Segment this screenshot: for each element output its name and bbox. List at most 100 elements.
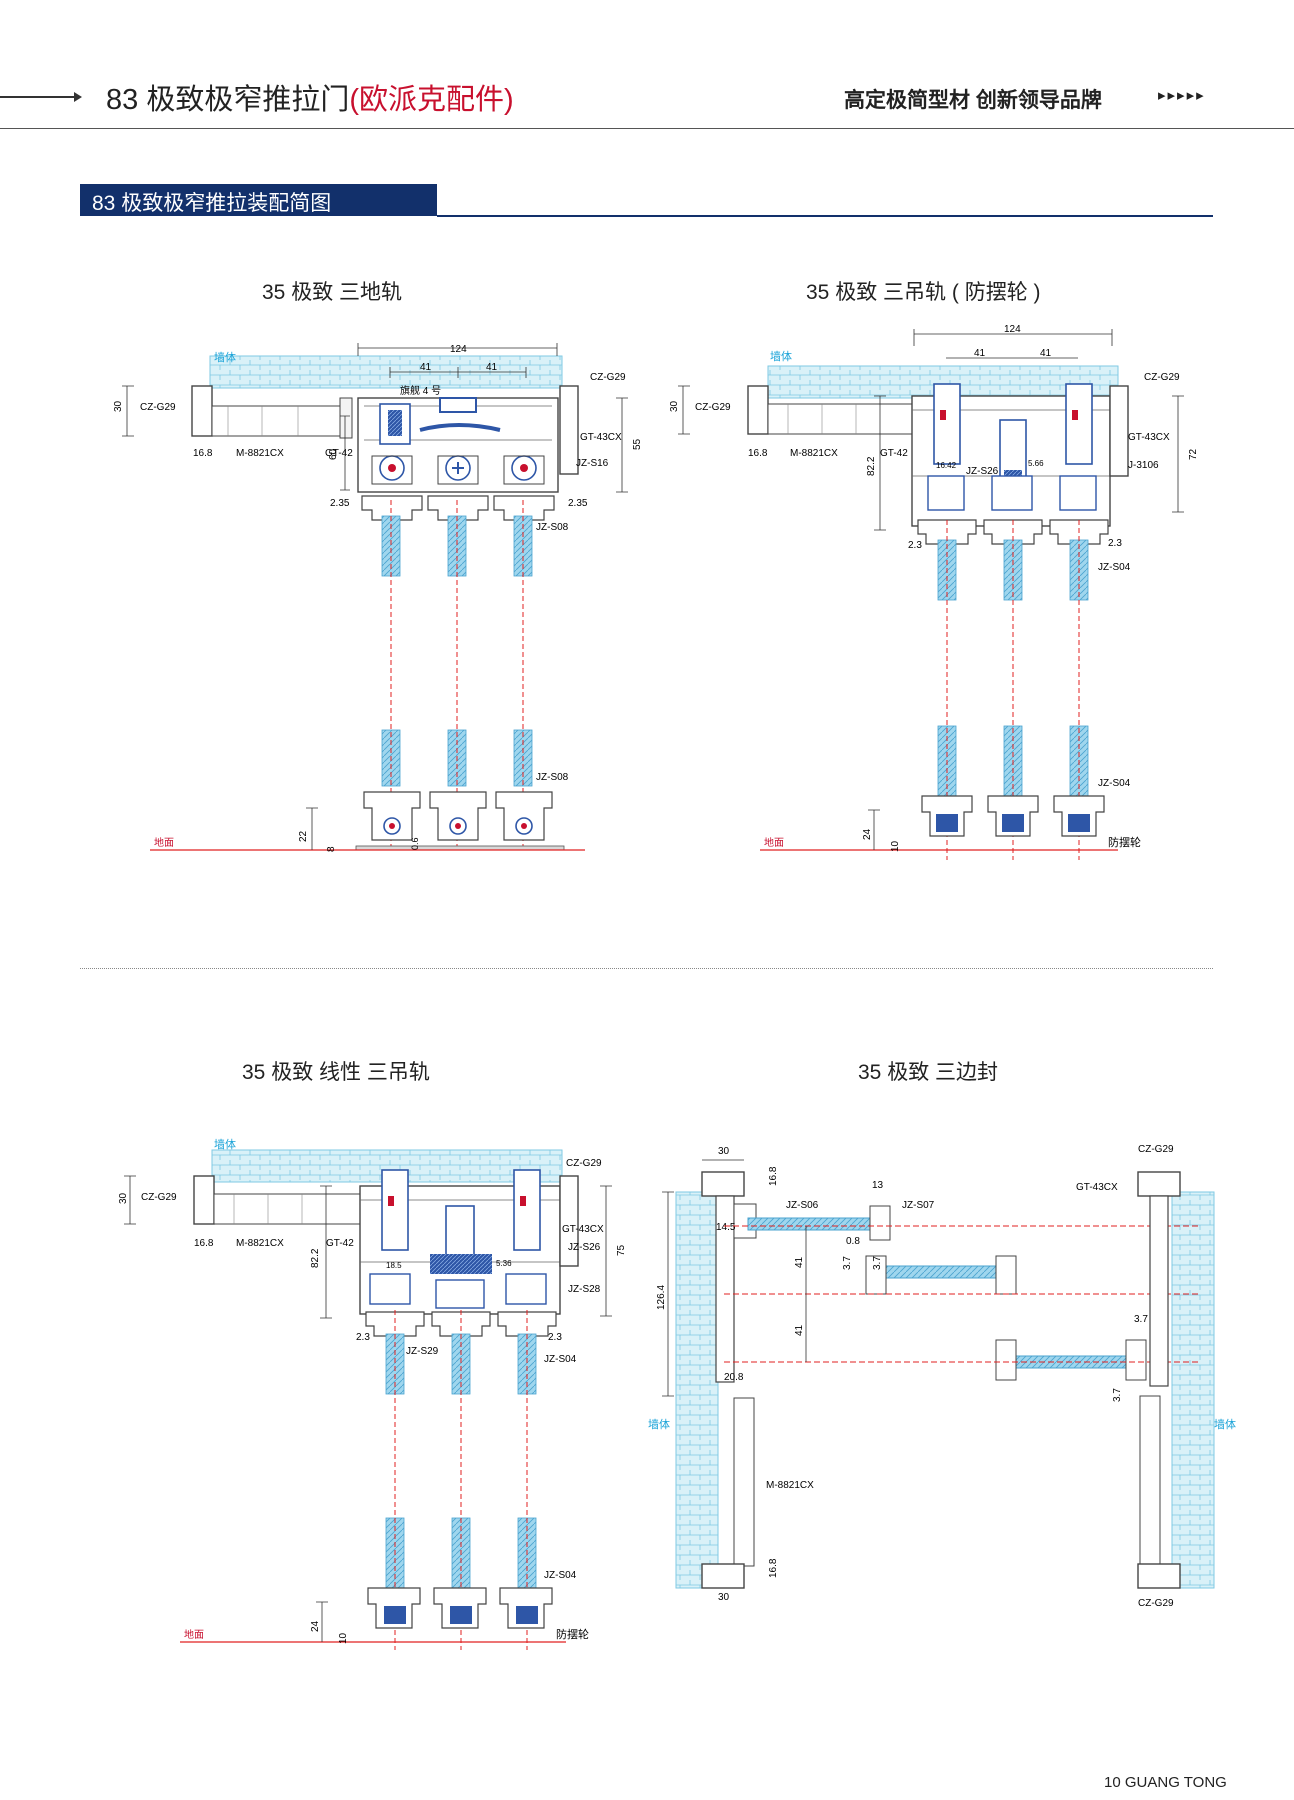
dim-bot168: 16.8 — [768, 1558, 779, 1578]
dim-w1: 41 — [420, 362, 432, 373]
dim-w2: 41 — [486, 362, 498, 373]
m-label: M-8821CX — [236, 448, 284, 459]
dim-d168: 16.8 — [193, 448, 213, 459]
dim-d41a: 41 — [794, 1256, 805, 1268]
dim-w1: 41 — [974, 348, 986, 359]
gt43-label: GT-43CX — [562, 1224, 604, 1235]
cz-bottom-label: CZ-G29 — [1138, 1598, 1174, 1609]
part-s28-label: JZ-S28 — [568, 1284, 601, 1295]
gt43-label: GT-43CX — [1128, 432, 1170, 443]
slogan-arrows-icon: ▸▸▸▸▸ — [1158, 87, 1206, 104]
dim-h72: 72 — [1188, 448, 1199, 460]
gt43-label: GT-43CX — [1076, 1182, 1118, 1193]
dim-s2: 5.66 — [1028, 459, 1044, 468]
dim-top168: 16.8 — [768, 1166, 779, 1186]
dim-g2: 2.35 — [568, 498, 588, 509]
part-s08-top-label: JZ-S08 — [536, 522, 569, 533]
dim-h1264: 126.4 — [656, 1285, 667, 1310]
dim-total: 124 — [450, 344, 467, 355]
floor-label: 地面 — [764, 836, 784, 849]
dim-s1: 16.42 — [936, 461, 957, 470]
m-label: M-8821CX — [766, 1480, 814, 1491]
cz-right-label: CZ-G29 — [590, 372, 626, 383]
dim-f2: 8 — [326, 846, 337, 852]
section-divider — [80, 968, 1213, 969]
dim-g2: 2.3 — [548, 1332, 562, 1343]
panel-title-hanging-track: 35 极致 三吊轨 ( 防摆轮 ) — [806, 281, 1041, 304]
part-s29-label: JZ-S29 — [406, 1346, 439, 1357]
dim-d41b: 41 — [794, 1324, 805, 1336]
header-rule-left — [0, 96, 78, 98]
cz-right-label: CZ-G29 — [566, 1158, 602, 1169]
dim-w2: 41 — [1040, 348, 1052, 359]
page-footer: 10 GUANG TONG — [1104, 1774, 1227, 1791]
anti-sway-label: 防摆轮 — [556, 1627, 589, 1641]
part-s04-top-label: JZ-S04 — [544, 1354, 577, 1365]
part-j3106-label: J-3106 — [1128, 460, 1159, 471]
dim-g1: 2.35 — [330, 498, 350, 509]
gt42-label: GT-42 — [325, 448, 353, 459]
dim-total: 124 — [1004, 324, 1021, 335]
page-title-text: 83 极致极窄推拉门 — [106, 84, 350, 116]
dim-d37b: 3.7 — [872, 1256, 883, 1270]
part-s06-label: JZ-S06 — [786, 1200, 819, 1211]
dim-d37d: 3.7 — [1112, 1388, 1123, 1402]
dim-g1: 2.3 — [356, 1332, 370, 1343]
dim-f1: 22 — [298, 830, 309, 842]
part-s04-bottom-label: JZ-S04 — [1098, 778, 1131, 789]
part-s07-label: JZ-S07 — [902, 1200, 935, 1211]
floor-label: 地面 — [184, 1628, 204, 1641]
part-s26-label: JZ-S26 — [966, 466, 999, 477]
dim-f1: 24 — [310, 1620, 321, 1632]
dim-s2: 5.36 — [496, 1259, 512, 1268]
dim-h60: 60 — [328, 448, 339, 460]
dim-h30: 30 — [669, 400, 680, 412]
m-label: M-8821CX — [236, 1238, 284, 1249]
dim-d08: 0.8 — [846, 1236, 860, 1247]
part-s26-label: JZ-S26 — [568, 1242, 601, 1253]
wall-label: 墙体 — [770, 349, 792, 363]
dim-d13: 13 — [872, 1180, 884, 1191]
floor-label: 地面 — [154, 836, 174, 849]
part-s04-top-label: JZ-S04 — [1098, 562, 1131, 573]
cz-label: CZ-G29 — [140, 402, 176, 413]
wall-right-label: 墙体 — [1214, 1417, 1236, 1431]
header-divider — [0, 128, 1294, 129]
wall-left-label: 墙体 — [648, 1417, 670, 1431]
dim-d37c: 3.7 — [1134, 1314, 1148, 1325]
part-s16-label: JZ-S16 — [576, 458, 609, 469]
header-pointer-icon — [74, 92, 82, 102]
dim-h822: 82.2 — [310, 1248, 321, 1268]
dim-d37a: 3.7 — [842, 1256, 853, 1270]
dim-f3: 0.6 — [410, 837, 420, 850]
brand-slogan: 高定极简型材 创新领导品牌 — [844, 89, 1102, 112]
panel-title-ground-track: 35 极致 三地轨 — [262, 281, 403, 304]
dim-g1: 2.3 — [908, 540, 922, 551]
wall-label: 墙体 — [214, 1137, 236, 1151]
gt42-label: GT-42 — [326, 1238, 354, 1249]
dim-f1: 24 — [862, 828, 873, 840]
cz-label: CZ-G29 — [141, 1192, 177, 1203]
dim-top30: 30 — [718, 1146, 730, 1157]
dim-h75: 75 — [616, 1244, 627, 1256]
dim-h30: 30 — [113, 400, 124, 412]
anti-sway-label: 防摆轮 — [1108, 835, 1141, 849]
part-s04-bottom-label: JZ-S04 — [544, 1570, 577, 1581]
part-s08-bottom-label: JZ-S08 — [536, 772, 569, 783]
wall-label: 墙体 — [214, 350, 236, 364]
dim-h30: 30 — [118, 1192, 129, 1204]
dim-h822: 82.2 — [866, 456, 877, 476]
dim-s1: 18.5 — [386, 1261, 402, 1270]
gt43-label: GT-43CX — [580, 432, 622, 443]
dim-bot30: 30 — [718, 1592, 730, 1603]
panel-linear-hanging-track: 墙体 CZ-G29 30 16.8 M-8821CX GT-42 18.5 5.… — [118, 1137, 627, 1650]
dim-f2: 10 — [890, 840, 901, 852]
section-title-bar — [80, 184, 437, 216]
m-label: M-8821CX — [790, 448, 838, 459]
dim-h55: 55 — [632, 438, 643, 450]
dim-d145: 14.5 — [716, 1222, 736, 1233]
cz-right-label: CZ-G29 — [1144, 372, 1180, 383]
section-underline — [437, 215, 1213, 217]
page-title: 83 极致极窄推拉门(欧派克配件) — [106, 76, 514, 118]
panel-ground-track: 墙体 124 41 41 旗舰 4 号 CZ-G29 30 16.8 M-882… — [113, 343, 643, 852]
